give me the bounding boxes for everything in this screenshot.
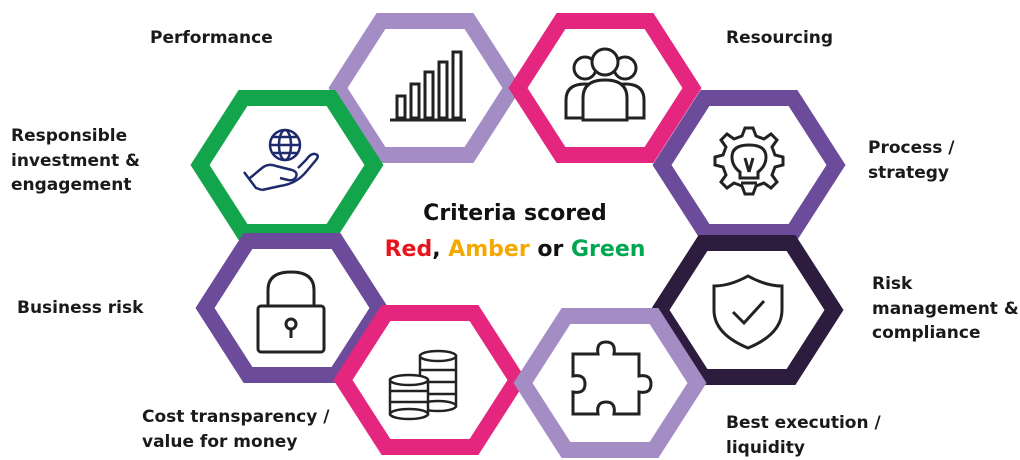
hex-cost-transparency [333, 305, 527, 455]
people-group-icon [564, 47, 646, 122]
label-resourcing: Resourcing [726, 28, 834, 48]
hex-business-risk [195, 233, 389, 383]
rag-red-word: Red [384, 237, 433, 262]
rag-green-word: Green [571, 237, 646, 262]
hex-process-strategy [652, 90, 846, 240]
hexagon-business-risk [195, 233, 389, 383]
hex-best-execution [513, 308, 707, 458]
hexagon-risk-management [650, 235, 844, 385]
hexagon-process-strategy [652, 90, 846, 240]
globe-in-hand-icon [243, 128, 319, 192]
puzzle-piece-icon [571, 340, 653, 416]
label-responsible-investment: Responsible investment & engagement [11, 126, 141, 196]
coin-stacks-icon [388, 349, 458, 421]
center-title: Criteria scored [423, 201, 607, 226]
hexagon-resourcing [508, 13, 702, 163]
hexagon-responsible-investment [190, 90, 384, 240]
hex-responsible-investment [190, 90, 384, 240]
label-business-risk: Business risk [17, 298, 144, 318]
hex-risk-management [650, 235, 844, 385]
label-cost-transparency: Cost transparency / value for money [142, 407, 330, 452]
padlock-icon [256, 270, 326, 354]
bar-chart-icon [390, 50, 466, 122]
label-risk-management: Risk management & compliance [872, 274, 1019, 344]
label-process-strategy: Process / strategy [868, 138, 955, 183]
hex-resourcing [508, 13, 702, 163]
hexagon-best-execution [513, 308, 707, 458]
rag-comma: , [432, 237, 441, 262]
rag-or-word: or [537, 237, 564, 262]
gear-lightbulb-icon [713, 126, 785, 196]
shield-check-icon [712, 274, 784, 350]
label-performance: Performance [150, 28, 273, 48]
center-caption: Criteria scored Red, Amber or Green [360, 196, 670, 268]
label-best-execution: Best execution / liquidity [726, 413, 881, 458]
center-rag-line: Red, Amber or Green [360, 232, 670, 268]
rag-amber-word: Amber [448, 237, 530, 262]
